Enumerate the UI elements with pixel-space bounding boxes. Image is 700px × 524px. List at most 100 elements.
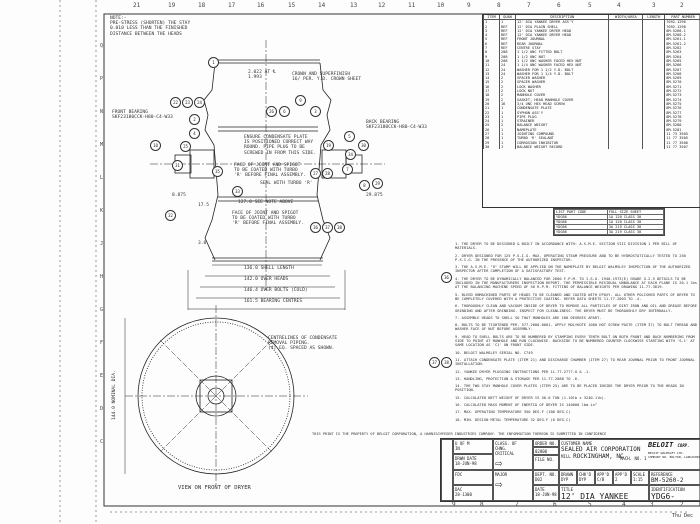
value: YDG6- <box>651 492 676 501</box>
note-item: 13. HANDLING, PROTECTION & STORAGE PER 1… <box>455 376 580 381</box>
item-balloon: 27 <box>310 168 321 179</box>
parts-cell: 2 <box>499 89 516 94</box>
item-balloon: 22 <box>170 97 181 108</box>
parts-cell: 2 <box>499 84 516 90</box>
item-balloon: 3 <box>310 106 321 117</box>
dim-17-5: 17.5 <box>198 203 210 208</box>
label: DEPT. NO. <box>535 472 557 477</box>
seal-note: SEAL WITH TURBO 'R' <box>260 181 313 186</box>
item-balloon: 26 <box>266 106 277 117</box>
value: DYP <box>579 477 587 482</box>
parts-cell <box>608 114 643 120</box>
parts-cell: 26 <box>482 127 500 133</box>
parts-cell <box>642 144 665 150</box>
column-number: 5 <box>588 2 592 9</box>
parts-cell: 19 <box>482 97 500 102</box>
note-item: 17. MAX. OPERATING TEMPERATURE 350 DEG.F… <box>455 410 571 415</box>
value: D02 <box>535 477 543 482</box>
parts-cell: 29 <box>482 140 500 145</box>
parts-cell: 8M-5272 <box>664 89 700 94</box>
parts-cell: WASHER FOR 1 1/4 Y.D. BOLT <box>515 71 609 77</box>
parts-cell <box>608 71 643 77</box>
class-critical: CLASS. OF CHNG.CRITICAL⇨ <box>493 439 533 470</box>
parts-cell: 8M-5261-1 <box>664 37 700 42</box>
parts-cell <box>608 93 643 98</box>
parts-cell: REF <box>499 28 516 34</box>
note-item: 1. THE DRYER TO BE DESIGNED & BUILT IN A… <box>455 242 678 251</box>
parts-cell: 8M-5281 <box>664 127 700 133</box>
value: 18-JUN-98 <box>455 461 477 466</box>
parts-header: QUAN <box>499 15 516 21</box>
label: DATE <box>535 487 545 492</box>
parts-cell: TURBO 'R' SEALANT <box>515 136 609 141</box>
parts-cell: 8M-5274 <box>664 97 700 102</box>
parts-cell <box>642 93 665 98</box>
parts-cell: REF <box>499 37 516 42</box>
parts-cell <box>608 41 643 47</box>
parts-cell: 11 77 3505 <box>664 136 700 141</box>
parts-cell: 1 <box>499 127 516 133</box>
parts-cell <box>642 84 665 90</box>
column-number: 18 <box>198 2 206 9</box>
column-number: 4 <box>617 2 621 9</box>
customer-block: CUSTOMER NAME SEALED AIR CORPORATION MIL… <box>559 439 700 470</box>
condensate-note: ENSURE CONDENSATE PLATE IS POSITIONED CO… <box>244 135 316 156</box>
parts-cell: CORROSION INHIBITOR <box>515 140 609 145</box>
order-no-value: 02800 <box>533 447 559 455</box>
column-number: 6 <box>553 501 557 508</box>
parts-cell <box>608 19 643 25</box>
item-balloon: 8 <box>359 180 370 191</box>
back-bearing-label: BACK BEARING SKF23180CCK-H80-C4-W33 <box>366 120 427 131</box>
parts-cell: 30 <box>482 144 500 150</box>
parts-cell: 8M-5271 <box>664 84 700 90</box>
column-number: 14 <box>318 2 326 9</box>
parts-cell <box>642 63 665 68</box>
parts-cell: 8M-5279 <box>664 119 700 124</box>
parts-header: PART NUMBER <box>664 15 700 21</box>
dim-3-0: 3.0 <box>198 241 207 246</box>
parts-cell <box>608 46 643 51</box>
parts-cell: 7 <box>482 46 500 51</box>
parts-cell: 2 <box>499 80 516 85</box>
item-balloon: 38 <box>334 222 345 233</box>
parts-cell <box>608 76 643 81</box>
item-balloon: 25 <box>180 141 191 152</box>
parts-cell: SPACER WASHER <box>515 76 609 81</box>
label: SCALE <box>633 472 646 477</box>
parts-cell: 27 <box>482 132 500 137</box>
parts-cell: 2 <box>499 93 516 98</box>
parts-cell: 3/4 UNC HEX HEAD SCREW <box>515 101 609 107</box>
parts-cell: 11 77 3506 <box>664 140 700 145</box>
customer-name: SEALED AIR CORPORATION <box>561 446 641 453</box>
front-view-title: VIEW ON FRONT OF DRYER <box>178 485 251 491</box>
parts-cell: SYPHON ASS'Y <box>515 110 609 115</box>
parts-cell: 1 <box>499 132 516 137</box>
value: 12' DIA YANKEE DRYER ASS'Y <box>561 492 629 501</box>
note-item: 7. ASSEMBLE HEADS TO SHELL SO THAT MANHO… <box>455 315 602 320</box>
column-number: 3 <box>652 2 656 9</box>
item-balloon: 9 <box>295 95 306 106</box>
dim-over-heads: 142.0 OVER HEADS <box>244 277 289 282</box>
note-item: 11. ATTACH CONDENSATE PLATE (ITEM 21) AN… <box>455 357 695 367</box>
item-balloon: 2 <box>189 114 200 125</box>
parts-cell <box>608 144 643 150</box>
parts-cell: 5 <box>482 37 500 42</box>
parts-cell: 13 <box>482 71 500 77</box>
order-no: ORDER NO. <box>533 439 559 447</box>
parts-cell <box>608 101 643 107</box>
parts-cell: 12 <box>482 67 500 72</box>
column-number: 9 <box>467 2 471 9</box>
note-item: 15. CALCULATED NETT WEIGHT OF DRYER IS 5… <box>455 395 606 400</box>
